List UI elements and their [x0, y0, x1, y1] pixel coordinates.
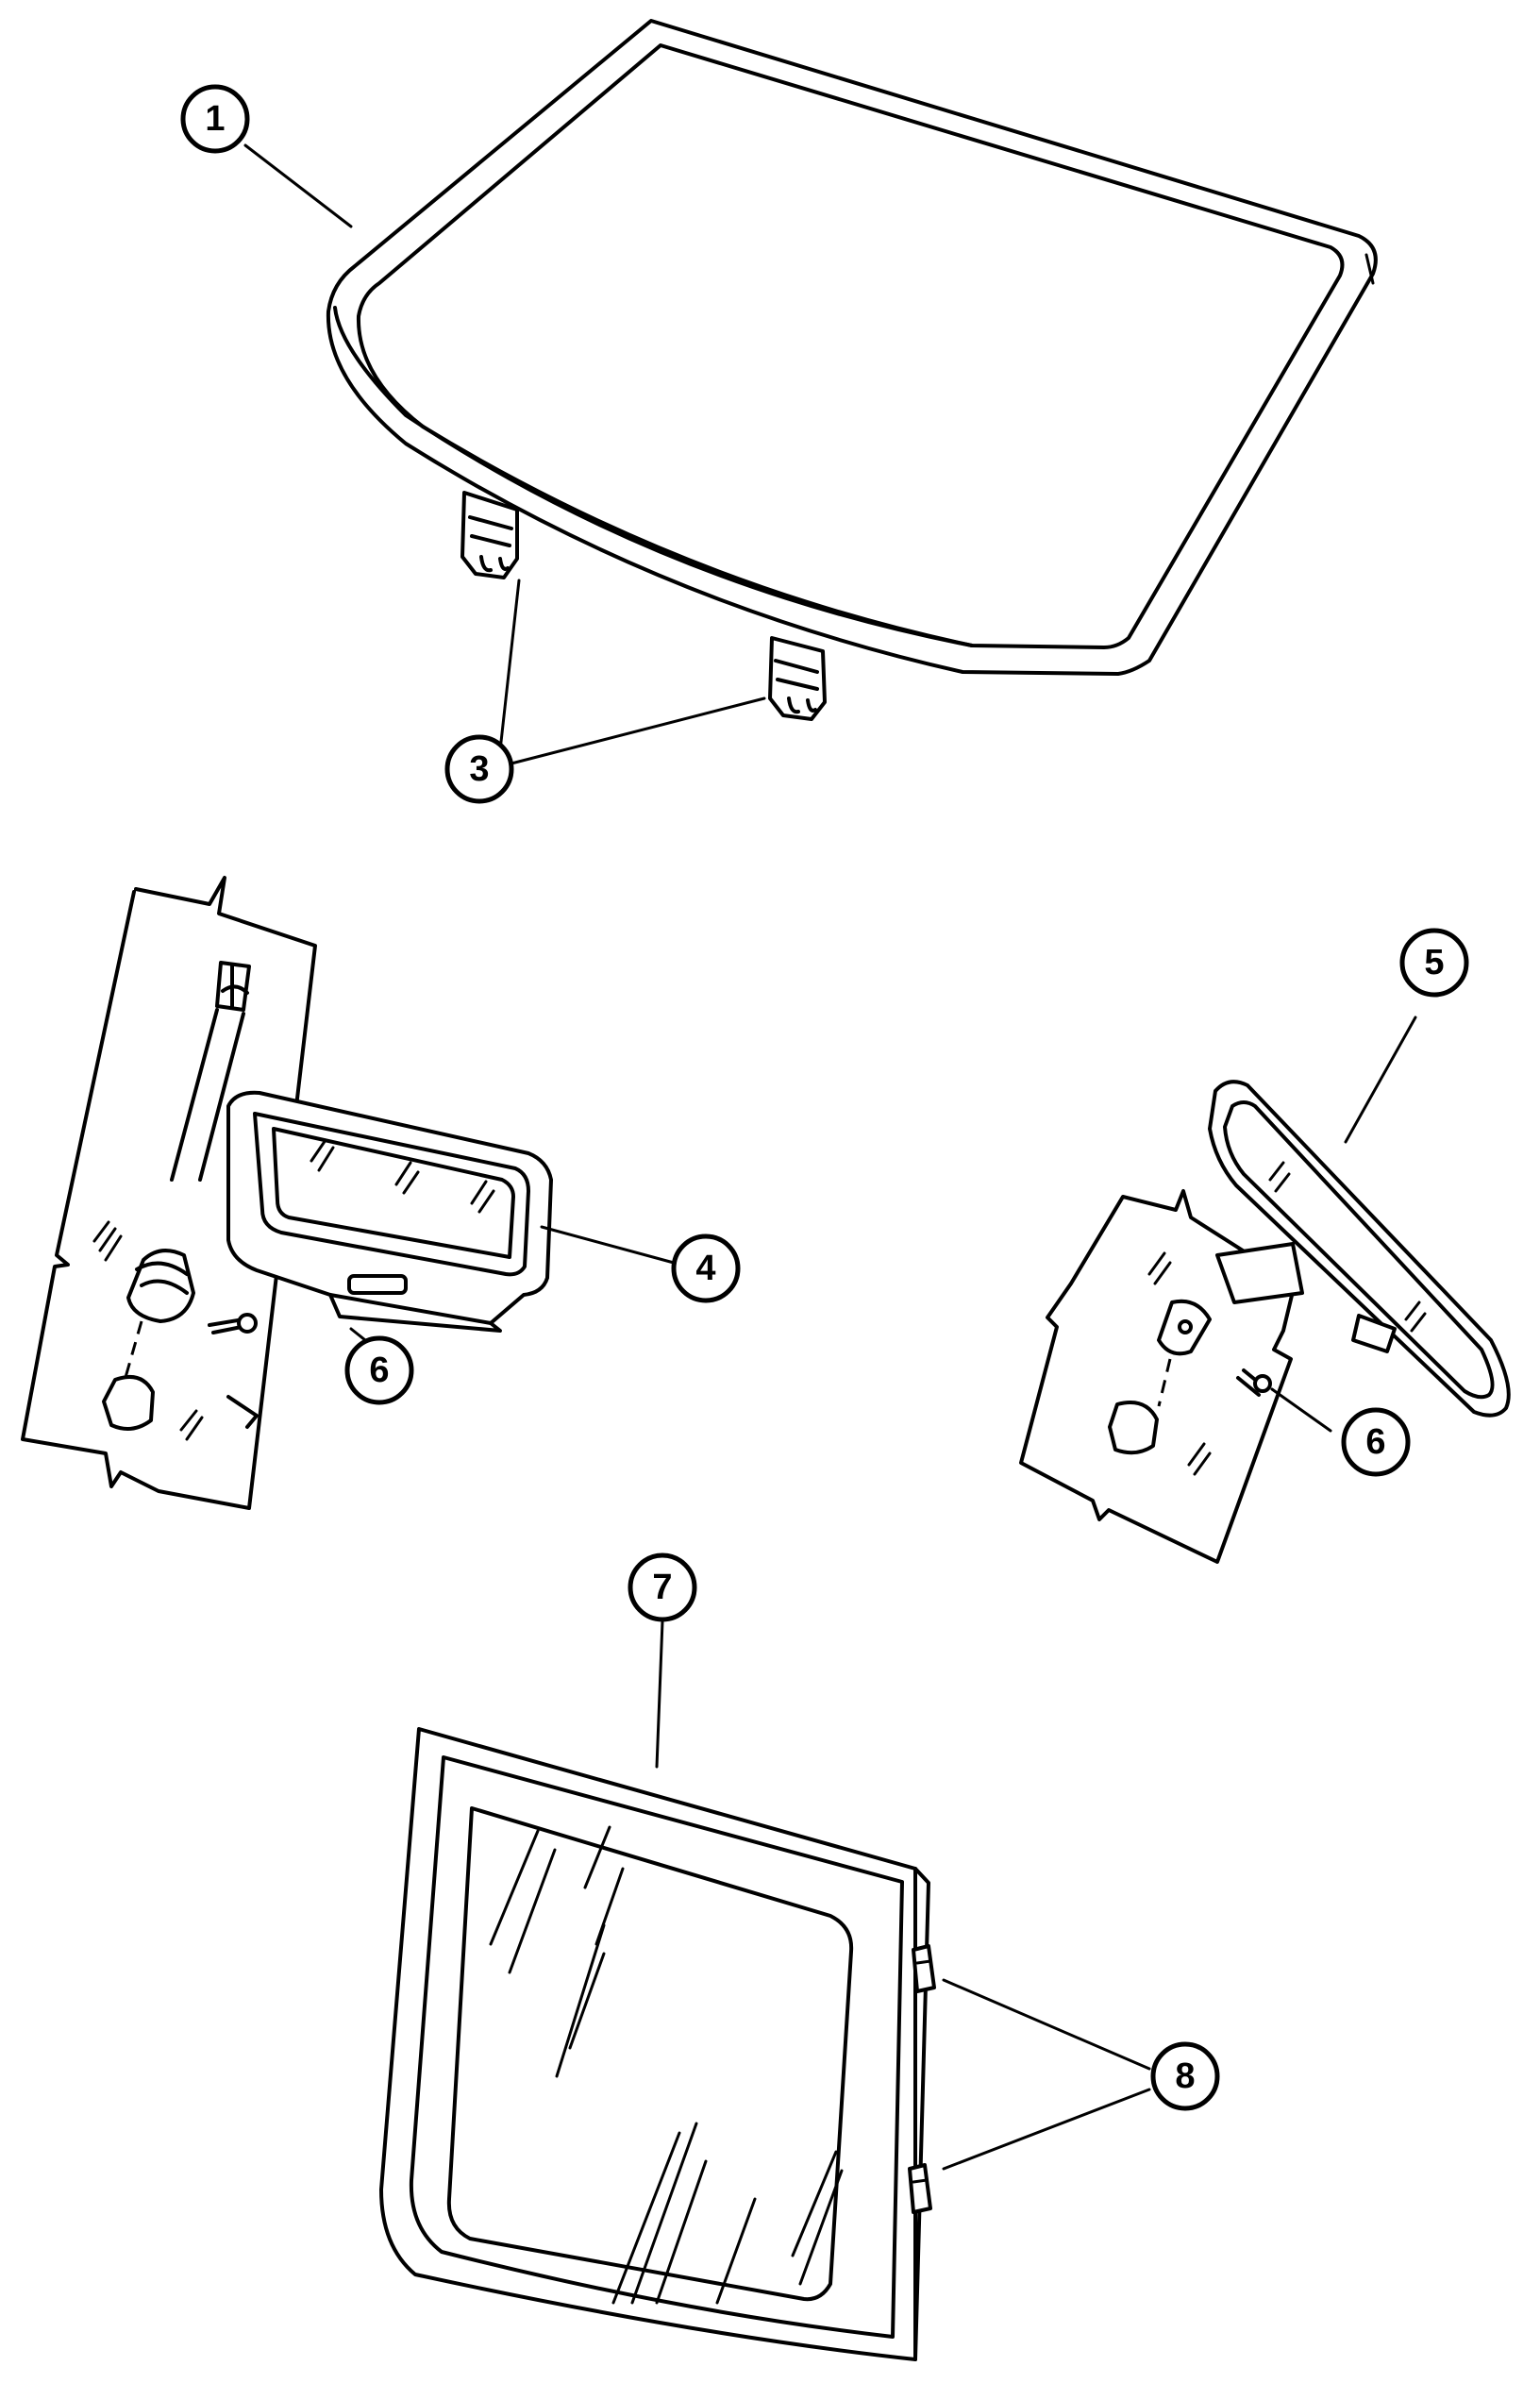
- windshield-clip-left: [460, 491, 519, 579]
- callout-6-left: 6: [344, 1335, 414, 1405]
- callout-7: 7: [628, 1552, 697, 1622]
- windshield-clip-right: [768, 636, 827, 721]
- callout-3: 3: [444, 734, 514, 804]
- svg-text:8: 8: [1175, 2056, 1195, 2096]
- windshield-glass: [326, 19, 1378, 676]
- callout-4: 4: [671, 1233, 741, 1303]
- mirror-mount-arm-left: [102, 961, 251, 1431]
- rearview-mirror-left: [226, 1090, 553, 1333]
- mirror-screw-right: [1236, 1368, 1272, 1397]
- svg-text:3: 3: [469, 749, 489, 789]
- leader-lines: [243, 143, 1417, 2171]
- svg-text:4: 4: [695, 1249, 715, 1288]
- side-window-clip-lower: [908, 2163, 932, 2214]
- callout-8: 8: [1150, 2041, 1220, 2111]
- mirror-mounting-panel-right: [1019, 1189, 1297, 1564]
- callout-1: 1: [180, 84, 250, 154]
- side-window-clip-upper: [912, 1944, 936, 1993]
- callout-5: 5: [1399, 928, 1469, 998]
- svg-text:5: 5: [1424, 943, 1444, 982]
- mirror-screw-left: [208, 1313, 258, 1334]
- svg-text:1: 1: [205, 99, 225, 139]
- svg-text:6: 6: [1365, 1422, 1385, 1462]
- rearview-mirror-right: [1108, 1080, 1511, 1455]
- callout-6-right: 6: [1341, 1407, 1411, 1477]
- svg-text:7: 7: [652, 1568, 672, 1607]
- svg-text:6: 6: [369, 1351, 389, 1390]
- side-window-glass: [379, 1727, 930, 2361]
- mirror-mounting-panel-left: [21, 876, 317, 1510]
